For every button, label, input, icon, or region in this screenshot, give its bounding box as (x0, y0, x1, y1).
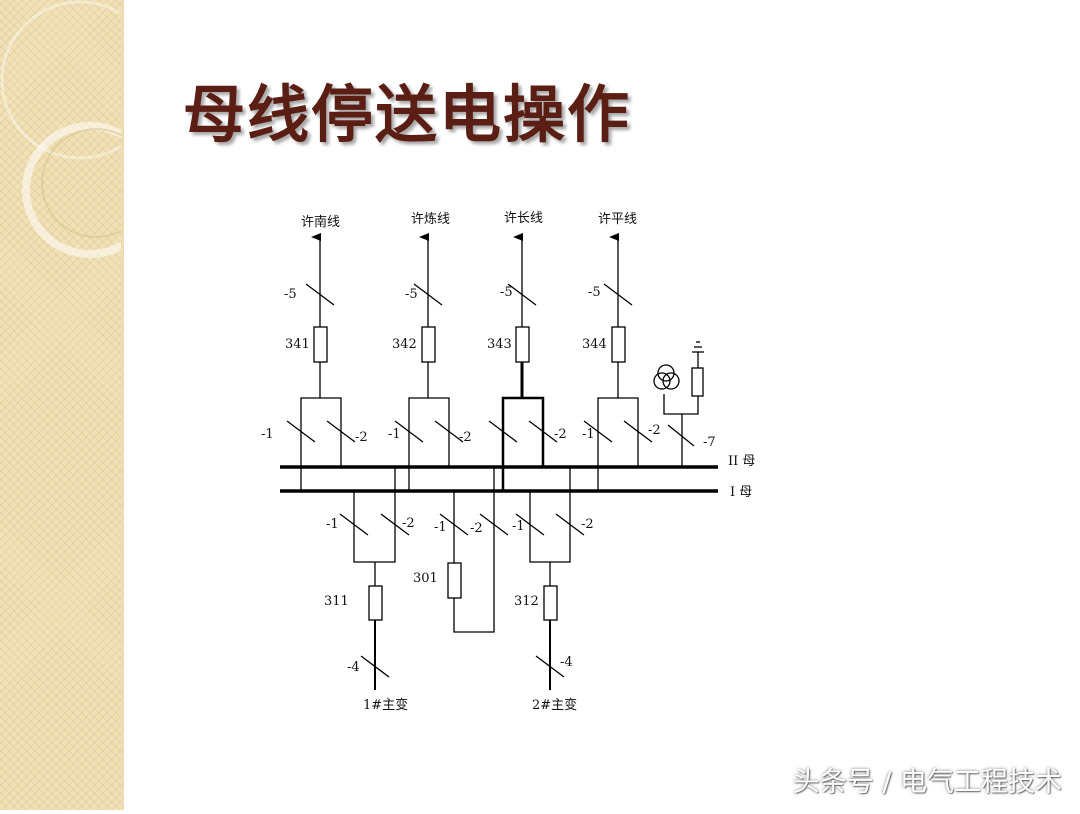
feeder-342-bus-switch-2-label: -2 (459, 430, 472, 445)
pt-transformer-coil-3 (657, 364, 675, 382)
feeder-343-name: 许长线 (504, 211, 543, 226)
pt-transformer-coil-1 (653, 372, 671, 390)
breaker-342-label: 342 (392, 337, 417, 352)
tx1-bus-switch-2-label: -2 (402, 516, 415, 531)
feeder-341-line-switch-label: -5 (284, 287, 297, 302)
feeder-341-line-switch (305, 283, 335, 306)
tie-bus-switch-1-label: -1 (434, 520, 447, 535)
tx1-line-switch (360, 655, 390, 678)
feeder-341-bus-switch-1-label: -1 (261, 427, 274, 442)
tx1-bus-switch-1-label: -1 (326, 517, 339, 532)
breaker-301 (447, 562, 462, 599)
tx2-bus-switch-2-label: -2 (581, 517, 594, 532)
tx1-name: 1#主变 (363, 697, 408, 713)
bus-ii-label: II 母 (728, 454, 755, 469)
feeder-344-bus-switch-2-label: -2 (648, 423, 661, 438)
feeder-341-bus-switch-2 (326, 420, 356, 443)
breaker-342 (421, 326, 436, 363)
breaker-343-label: 343 (487, 337, 512, 352)
watermark: 头条号 / 电气工程技术 (792, 767, 1062, 798)
pt-switch-7 (667, 424, 695, 447)
surge-arrester (691, 367, 704, 397)
feeder-341-bus-switch-1 (286, 420, 316, 443)
breaker-341 (313, 326, 328, 363)
feeder-344-bus-switch-1 (583, 420, 613, 443)
feeder-341-name: 许南线 (301, 214, 340, 230)
breaker-344-label: 344 (582, 337, 607, 352)
feeder-344-name: 许平线 (598, 212, 637, 227)
feeder-343-line-switch-label: -5 (500, 285, 513, 300)
pt-switch-label: -7 (703, 435, 716, 450)
tx1-line-switch-label: -4 (347, 660, 360, 675)
breaker-311 (368, 585, 383, 621)
tx1-bus-switch-2 (380, 513, 410, 536)
breaker-312-label: 312 (514, 594, 539, 609)
tie-bus-switch-2 (479, 513, 509, 536)
feeder-344-line-switch-label: -5 (588, 285, 601, 300)
tx2-name: 2#主变 (532, 697, 577, 713)
breaker-343 (515, 326, 530, 363)
feeder-342-bus-switch-2 (434, 420, 464, 443)
tie-bus-switch-1 (439, 513, 469, 536)
tx1-bus-switch-1 (339, 513, 369, 536)
tie-bus-switch-2-label: -2 (470, 521, 483, 536)
decorative-sidebar (0, 0, 160, 810)
feeder-343-line-switch (507, 283, 537, 306)
feeder-342-bus-switch-1 (394, 420, 424, 443)
feeder-341-bus-switch-2-label: -2 (355, 430, 368, 445)
feeder-342-line-switch (413, 283, 443, 306)
feeder-343-bus-switch-2 (528, 420, 558, 443)
tx2-bus-switch-1 (515, 513, 545, 536)
tx2-line-switch (535, 655, 565, 678)
tx2-line-switch-label: -4 (560, 655, 573, 670)
feeder-342-line-switch-label: -5 (405, 287, 418, 302)
breaker-312 (543, 585, 558, 621)
feeder-344-bus-switch-2 (623, 420, 653, 443)
feeder-342-bus-switch-1-label: -1 (388, 427, 401, 442)
breaker-341-label: 341 (285, 337, 310, 352)
breaker-311-label: 311 (324, 594, 349, 609)
slide-title: 母线停送电操作 (183, 78, 632, 151)
tx2-bus-switch-2 (555, 513, 585, 536)
feeder-343-bus-switch-2-label: -2 (554, 427, 567, 442)
feeder-342-name: 许炼线 (411, 212, 450, 227)
feeder-344-line-switch (603, 283, 633, 306)
breaker-344 (611, 326, 626, 363)
feeder-343-bus-switch-1 (488, 420, 518, 443)
sidebar-edge (121, 0, 124, 810)
tx2-bus-switch-1-label: -1 (512, 519, 525, 534)
breaker-301-label: 301 (413, 571, 438, 586)
feeder-344-bus-switch-1-label: -1 (582, 427, 595, 442)
bus-i-label: Ⅰ 母 (730, 485, 752, 500)
